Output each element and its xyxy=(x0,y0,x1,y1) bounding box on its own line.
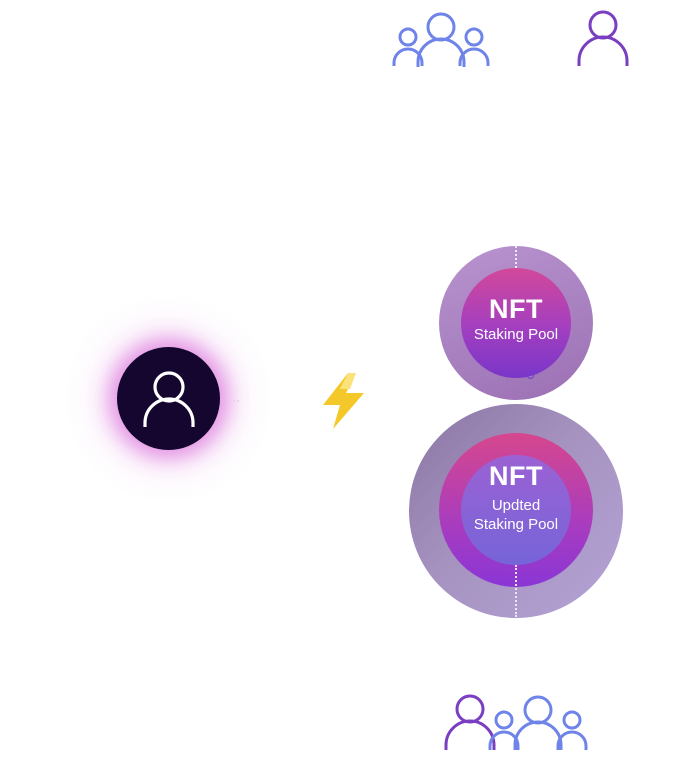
bottom-pool-title: NFT xyxy=(489,461,543,491)
top-pool-dot xyxy=(527,372,534,379)
bottom-pool-subtitle-1: Updted xyxy=(491,497,541,514)
bottom-pool-inner xyxy=(461,455,571,565)
user-node xyxy=(117,347,220,450)
bottom-pool-label: NFT Updted Staking Pool xyxy=(461,463,571,534)
bottom-pool-subtitle-2: Staking Pool xyxy=(473,516,559,533)
top-pool-subtitle: Staking Pool xyxy=(473,326,559,343)
bottom-pool-dotted-line xyxy=(515,565,517,617)
lightning-bolt-icon xyxy=(323,373,364,429)
top-pool-dotted-line xyxy=(515,246,517,268)
top-user-icon xyxy=(577,10,629,66)
top-pool-title: NFT xyxy=(489,294,543,324)
user-icon xyxy=(142,370,195,427)
bottom-users-group-icon xyxy=(444,694,588,750)
top-pool-label: NFT Staking Pool xyxy=(461,296,571,344)
top-users-group-icon xyxy=(392,12,490,67)
top-pool-inner xyxy=(461,268,571,378)
connector-dots xyxy=(229,400,239,402)
